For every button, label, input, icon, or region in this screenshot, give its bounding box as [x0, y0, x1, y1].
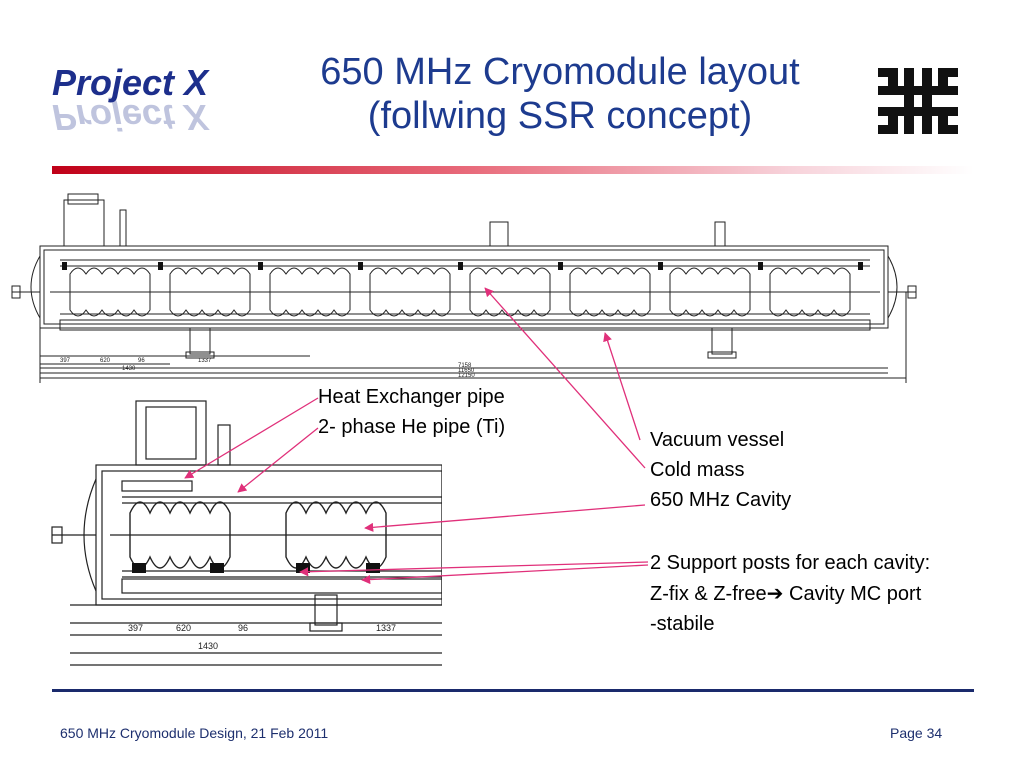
dim-detail-620: 620 — [176, 623, 191, 633]
dim-top-11650: 11650 — [458, 368, 475, 374]
dim-top-397: 397 — [60, 358, 71, 364]
callout-support-line1: 2 Support posts for each cavity: — [650, 552, 931, 574]
dim-top-7158: 7158 — [458, 363, 472, 369]
arrow-cavity-top — [484, 287, 646, 469]
callout-support-line2: Z-fix & Z-free➔ Cavity MC port — [650, 578, 930, 609]
dim-detail-96: 96 — [238, 623, 248, 633]
dim-top-620: 620 — [100, 358, 111, 364]
arrow-heat-exchanger — [184, 397, 319, 479]
slide-title-line2: (follwing SSR concept) — [367, 95, 753, 137]
footer-caption: 650 MHz Cryomodule Design, 21 Feb 2011 — [60, 725, 329, 741]
dim-top-96: 96 — [138, 358, 145, 364]
callout-pipes: Heat Exchanger pipe 2- phase He pipe (Ti… — [318, 382, 505, 442]
slide-title-line1: 650 MHz Cryomodule layout — [320, 51, 800, 93]
callout-support-line3: -stabile — [650, 613, 715, 635]
callout-cavity: 650 MHz Cavity — [650, 489, 792, 511]
page-number: Page 34 — [890, 725, 943, 741]
dim-top-1430: 1430 — [122, 366, 136, 372]
callout-mc-port: Cavity MC port — [789, 583, 922, 605]
project-x-logo: Project X Project X — [52, 62, 237, 138]
dim-top-1337: 1337 — [198, 358, 212, 364]
callout-components: Vacuum vessel Cold mass 650 MHz Cavity — [650, 425, 791, 515]
arrow-cold-mass — [364, 504, 646, 532]
fermilab-logo — [878, 68, 958, 134]
callout-heat-exchanger: Heat Exchanger pipe — [318, 386, 505, 408]
callout-vacuum-vessel: Vacuum vessel — [650, 429, 785, 451]
project-x-logo-text: Project X — [52, 62, 209, 103]
header-divider — [52, 166, 974, 174]
arrow-support-post-1 — [299, 561, 649, 577]
cryomodule-full-layout-drawing: 397 620 96 1337 1430 7158 11650 12150 — [11, 193, 917, 383]
arrow-he-pipe — [237, 427, 319, 493]
dim-detail-1337: 1337 — [376, 623, 396, 633]
callout-support-posts: 2 Support posts for each cavity: Z-fix &… — [650, 548, 930, 639]
dim-detail-397: 397 — [128, 623, 143, 633]
dim-top-12150: 12150 — [458, 373, 475, 379]
footer-divider — [52, 689, 974, 692]
dim-detail-1430: 1430 — [198, 641, 218, 651]
callout-he-pipe: 2- phase He pipe (Ti) — [318, 416, 506, 438]
arrow-vacuum-vessel — [603, 332, 641, 441]
callout-cold-mass: Cold mass — [650, 459, 745, 481]
arrow-support-post-2 — [361, 564, 649, 585]
arrow-right-icon: ➔ — [766, 581, 784, 605]
callout-zfix: Z-fix & Z-free — [650, 583, 767, 605]
slide-title: 650 MHz Cryomodule layout (follwing SSR … — [255, 50, 865, 138]
